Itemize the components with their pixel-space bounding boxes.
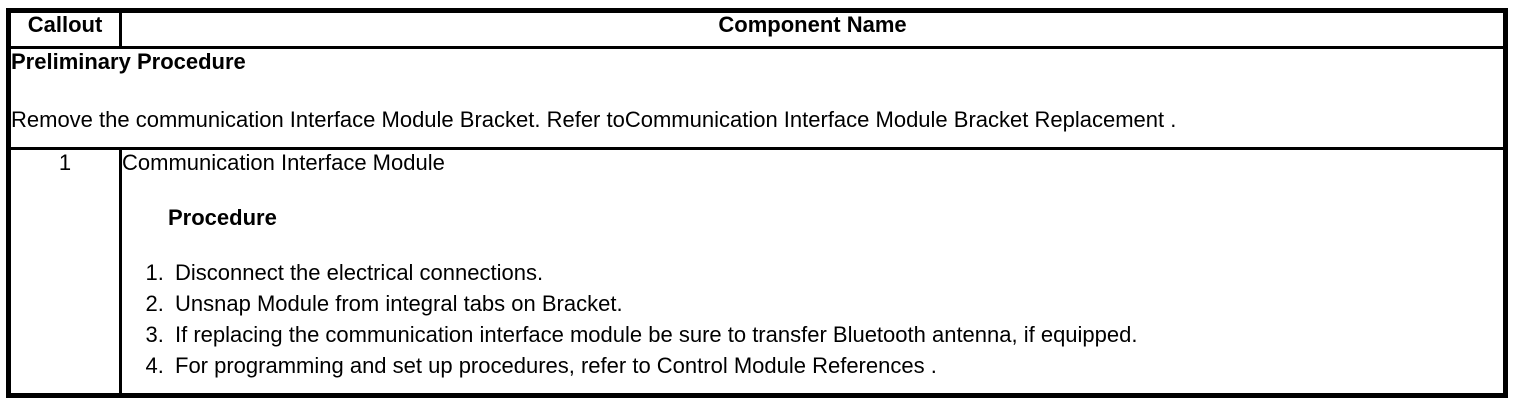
procedure-step-3: If replacing the communication interface… <box>170 319 1503 350</box>
procedure-step-4: For programming and set up procedures, r… <box>170 350 1503 381</box>
preliminary-procedure-cell: Preliminary Procedure Remove the communi… <box>7 46 1507 150</box>
procedure-heading: Procedure <box>168 205 277 230</box>
component-table: Callout Component Name Preliminary Proce… <box>6 8 1508 398</box>
component-name-text: Communication Interface Module <box>122 150 445 175</box>
preliminary-procedure-title: Preliminary Procedure <box>11 49 246 74</box>
component-description-cell: Communication Interface Module Procedure… <box>119 147 1507 397</box>
table-header-row: Callout Component Name <box>7 9 1507 49</box>
procedure-step-1: Disconnect the electrical connections. <box>170 257 1503 288</box>
callout-1-row: 1 Communication Interface Module Procedu… <box>7 147 1507 397</box>
callout-column-header: Callout <box>7 9 122 49</box>
procedure-steps-list: Disconnect the electrical connections. U… <box>122 257 1503 381</box>
preliminary-procedure-row: Preliminary Procedure Remove the communi… <box>7 46 1507 150</box>
component-name-column-header: Component Name <box>119 9 1507 49</box>
callout-number: 1 <box>7 147 122 397</box>
preliminary-procedure-text: Remove the communication Interface Modul… <box>11 107 1177 132</box>
procedure-step-2: Unsnap Module from integral tabs on Brac… <box>170 288 1503 319</box>
